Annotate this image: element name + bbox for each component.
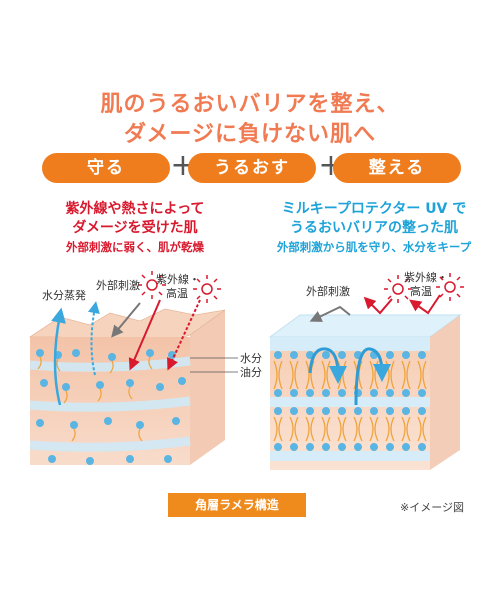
legend-oil: 油分 — [240, 365, 262, 379]
external-stimulus-label-right: 外部刺激 — [306, 284, 350, 298]
right-caption-line2: うるおいバリアの整った肌 — [290, 220, 458, 236]
pill-protect: 守る — [42, 153, 170, 183]
pill-balance: 整える — [333, 153, 461, 183]
sun-icon — [193, 275, 221, 303]
skin-diagram: 水分蒸発 外部刺激 紫外線・ 高温 水分 油分 — [28, 270, 464, 470]
right-caption: ミルキープロテクター UV で うるおいバリアの整った肌 外部刺激から肌を守り、… — [258, 200, 490, 256]
healthy-skin-block: 外部刺激 紫外線・ 高温 — [268, 270, 464, 470]
headline-line1: 肌のうるおいバリアを整え、 — [100, 92, 400, 117]
left-caption-line1: 紫外線や熱さによって — [65, 201, 205, 217]
uv-label-left-1: 紫外線・ — [156, 272, 200, 286]
damaged-skin-block: 水分蒸発 外部刺激 紫外線・ 高温 — [28, 271, 226, 465]
right-caption-line3: 外部刺激から肌を守り、水分をキープ — [276, 240, 472, 254]
pill-moisturize: うるおす — [188, 153, 316, 183]
moisture-evap-label: 水分蒸発 — [42, 288, 86, 302]
sun-icon — [138, 271, 166, 299]
sun-icon — [436, 273, 464, 301]
left-caption: 紫外線や熱さによって ダメージを受けた肌 外部刺激に弱く、肌が乾燥 — [20, 200, 250, 256]
right-caption-line1: ミルキープロテクター UV で — [281, 201, 467, 217]
headline-line2: ダメージに負けない肌へ — [124, 122, 376, 147]
sun-icon — [384, 275, 412, 303]
left-caption-line2: ダメージを受けた肌 — [72, 220, 198, 236]
uv-label-left-2: 高温 — [166, 286, 188, 300]
uv-label-right-1: 紫外線・ — [404, 270, 448, 284]
legend-water: 水分 — [240, 352, 262, 365]
uv-label-right-2: 高温 — [410, 284, 432, 298]
external-stimulus-label-left: 外部刺激 — [96, 278, 140, 292]
lamellar-structure-badge: 角層ラメラ構造 — [168, 493, 306, 517]
left-caption-line3: 外部刺激に弱く、肌が乾燥 — [66, 240, 204, 254]
image-note: ※イメージ図 — [400, 501, 464, 514]
legend: 水分 油分 — [190, 352, 262, 379]
